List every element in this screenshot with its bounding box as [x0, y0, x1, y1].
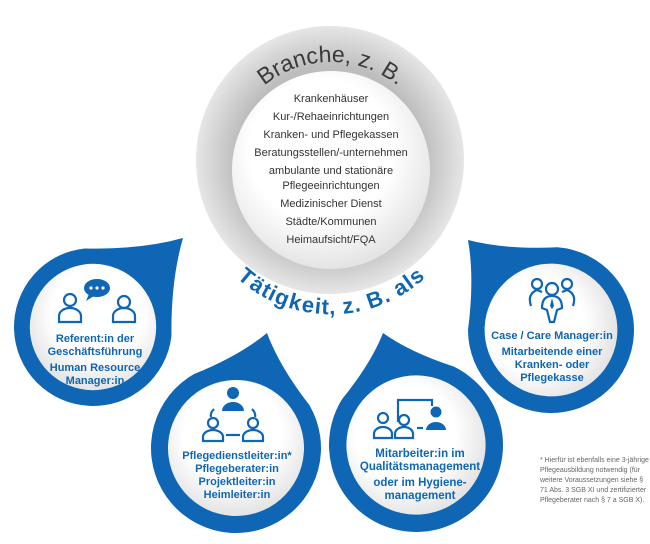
drop-qm: [329, 333, 503, 532]
branche-item: Medizinischer Dienst: [280, 197, 382, 210]
role-label: Referent:in der Geschäftsführung: [47, 333, 143, 358]
drop-pflegedienst: [151, 332, 321, 533]
branche-item: Beratungsstellen/-unternehmen: [254, 147, 408, 159]
branche-item: Kranken- und Pflegekassen: [263, 129, 399, 141]
role-label: Projektleiter:in: [198, 476, 276, 488]
branche-item: Krankenhäuser: [293, 93, 369, 105]
branche-item: Kur-/Reha­einrichtungen: [272, 111, 390, 123]
role-label: Mitarbeiter:in im Qualitätsmanagement: [359, 448, 481, 473]
two-people-chat-icon: [57, 279, 137, 324]
drop-inner-circle: [168, 380, 304, 516]
role-label: Mitarbeitende einer Kranken- oder Pflege…: [501, 346, 603, 384]
drop-pflegedienst-text: Pflegedienstleiter:in* Pflegeberater:in …: [172, 450, 302, 502]
branche-item: Heimaufsicht/FQA: [286, 233, 376, 246]
role-label: Case / Care Manager:in: [491, 330, 613, 342]
drop-qm-text: Mitarbeiter:in im Qualitätsmanagement od…: [355, 448, 485, 503]
role-label: Heimleiter:in: [203, 489, 271, 501]
branche-item: Städte/Kommunen: [285, 215, 377, 228]
role-label: Human Resource Manager:in: [49, 362, 141, 387]
drop-case-manager: [467, 239, 634, 413]
team-cycle-icon: [201, 387, 265, 443]
role-label: oder im Hygiene-management: [373, 477, 467, 502]
drop-referent-text: Referent:in der Geschäftsführung Human R…: [35, 333, 155, 388]
group-manager-icon: [528, 277, 576, 324]
drop-inner-circle: [484, 263, 618, 397]
drop-inner-circle: [346, 375, 486, 515]
branche-ring: [196, 26, 464, 294]
branchen-list: Krankenhäuser Kur-/Reha­einrichtungen Kr…: [231, 92, 431, 251]
branche-item: ambulante und stationäre Pflegeeinrichtu…: [268, 165, 394, 192]
drop-case-manager-text: Case / Care Manager:in Mitarbeitende ein…: [487, 330, 617, 385]
footnote: * Hierfür ist ebenfalls eine 3-jährige P…: [540, 457, 649, 504]
role-label: Pflegeberater:in: [195, 463, 279, 475]
presentation-team-icon: [372, 398, 446, 440]
role-label: Pflegedienstleiter:in*: [182, 450, 292, 462]
